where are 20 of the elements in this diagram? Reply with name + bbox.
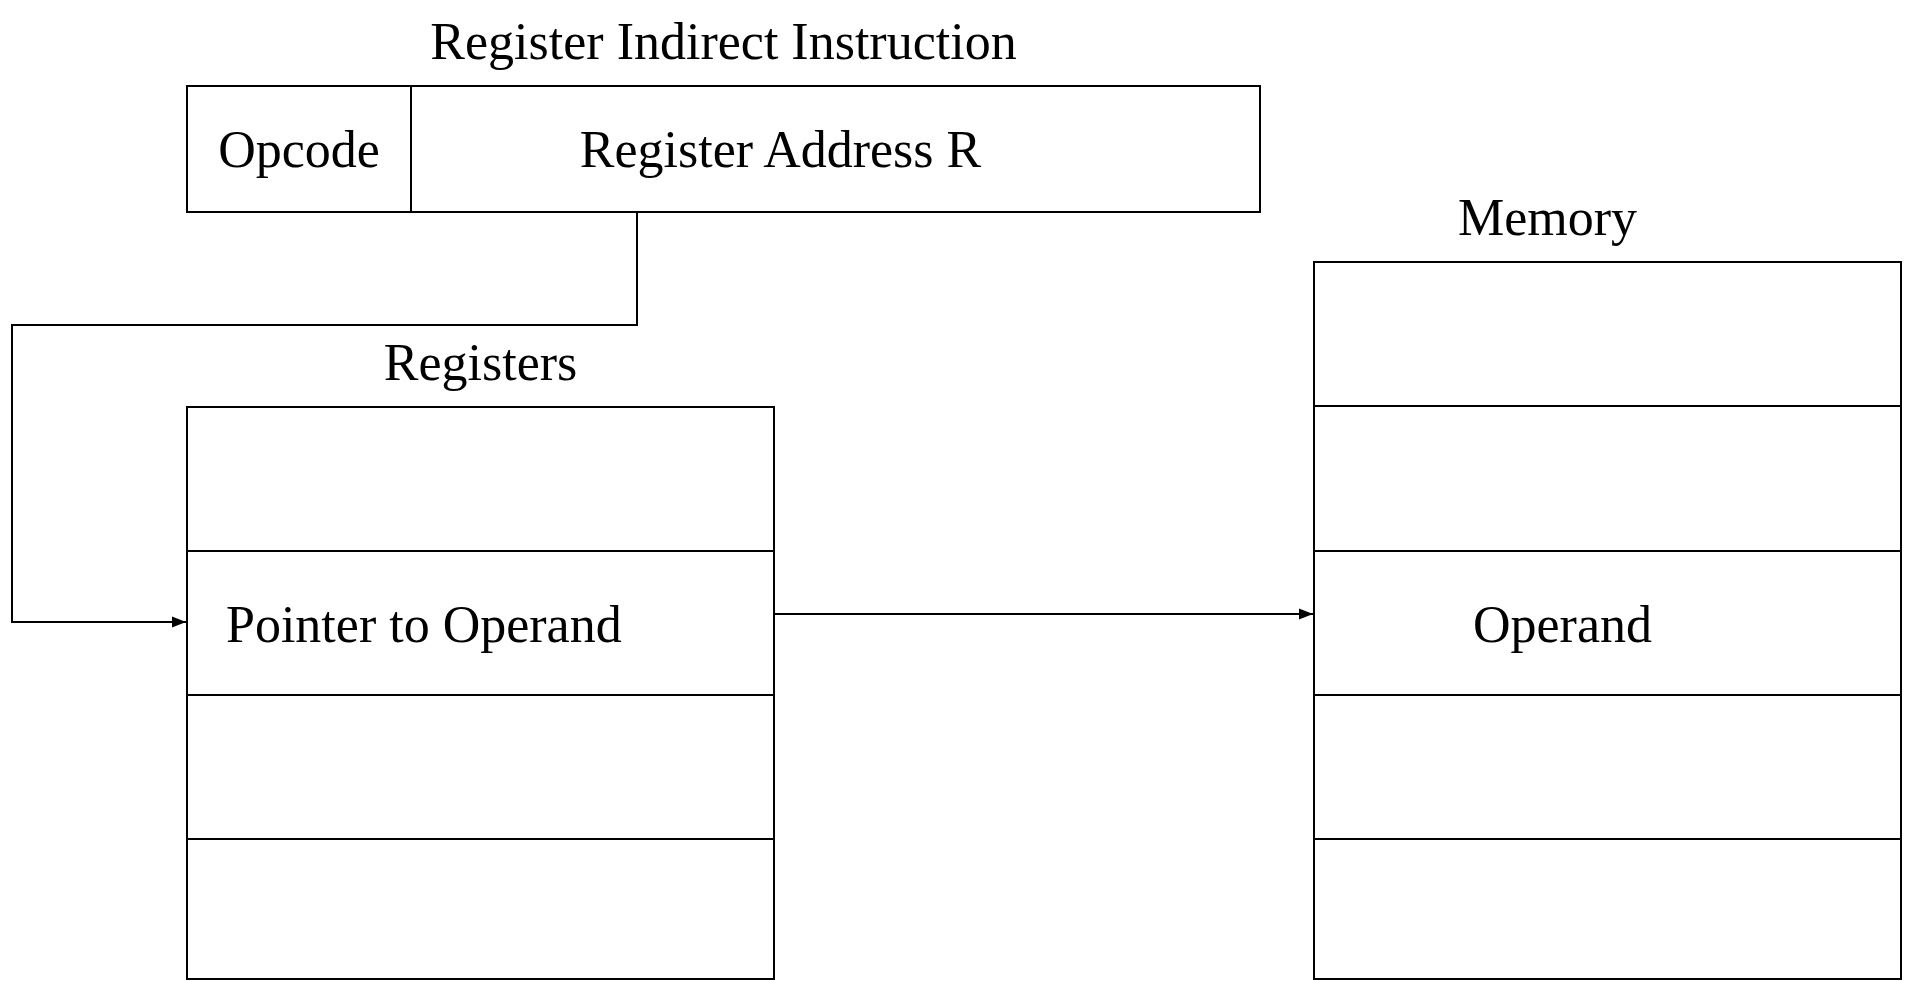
empty-row [1313,261,1902,407]
cell-text: Pointer to Operand [226,594,622,654]
empty-row [1313,694,1902,840]
cell-text: Register Address R [579,119,982,179]
table-row [186,550,775,696]
heading: Register Indirect Instruction [429,12,1018,71]
cell-text: Opcode [218,119,380,179]
field-cell [186,85,412,213]
cell-text: Operand [1473,594,1652,654]
empty-row [186,838,775,980]
table-row [1313,550,1902,696]
field-cell [412,85,1261,213]
heading: Memory [1456,188,1639,247]
empty-row [186,406,775,552]
empty-row [186,694,775,840]
empty-row [1313,838,1902,980]
empty-row [1313,405,1902,552]
arrow [774,608,1314,620]
arrow [11,212,638,628]
heading: Registers [382,333,579,392]
